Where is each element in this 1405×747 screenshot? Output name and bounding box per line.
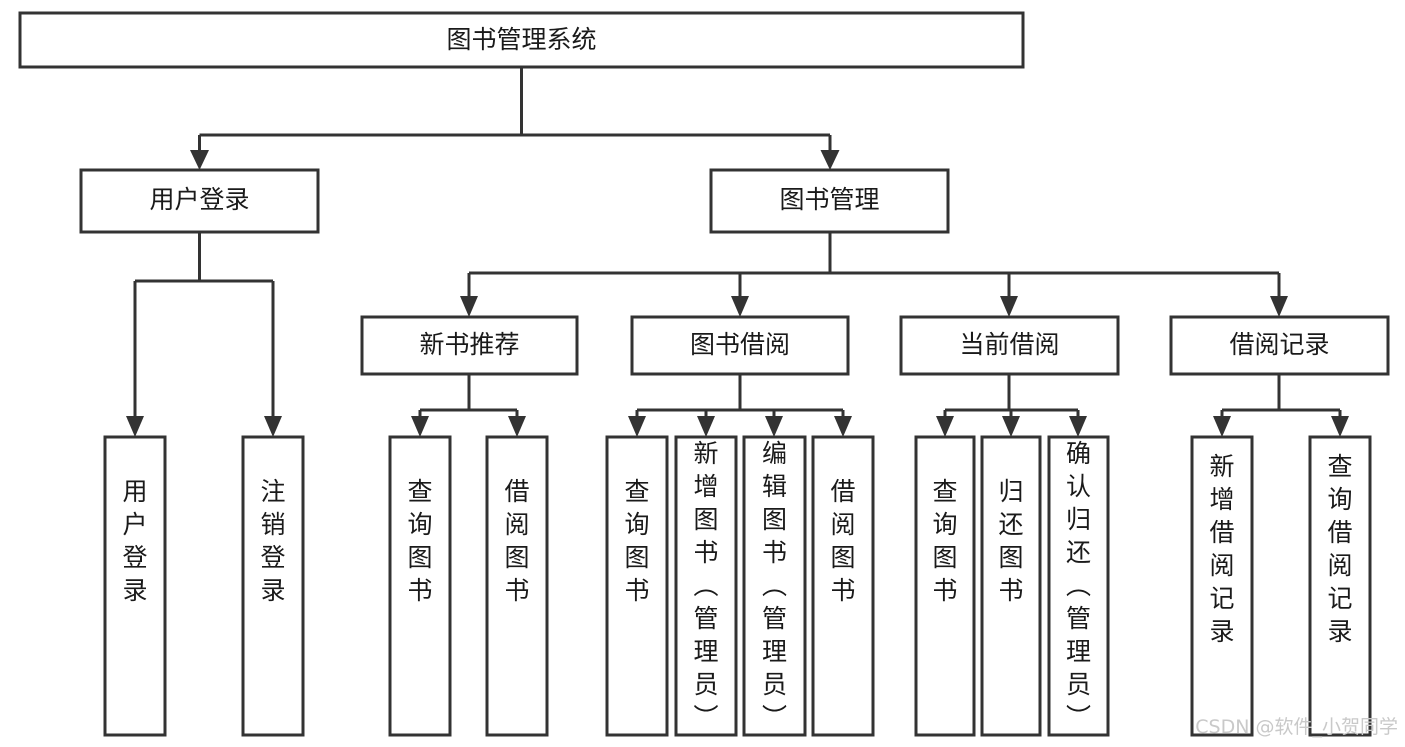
arrowhead-leaf-logout xyxy=(264,416,282,437)
node-leaf-return-book[interactable]: 归还图书 xyxy=(980,435,1042,737)
node-leaf-query-book-2-box[interactable] xyxy=(605,435,669,737)
node-root[interactable]: 图书管理系统 xyxy=(18,11,1025,69)
node-user-login-box[interactable] xyxy=(79,168,320,234)
node-leaf-borrow-book-1-box[interactable] xyxy=(485,435,549,737)
node-leaf-edit-book[interactable]: 编辑图书︵管理员︶ xyxy=(742,435,807,737)
node-leaf-user-login-label: 用户登录 xyxy=(122,477,147,605)
node-leaf-query-record-label: 查询借阅记录 xyxy=(1327,452,1352,646)
node-leaf-user-login-box[interactable] xyxy=(103,435,167,737)
node-leaf-confirm-return-box[interactable] xyxy=(1047,435,1110,737)
arrowhead-user-login xyxy=(190,150,209,170)
node-borrow-records-box[interactable] xyxy=(1169,315,1390,376)
node-leaf-logout-box[interactable] xyxy=(241,435,305,737)
node-leaf-query-book-2-label: 查询图书 xyxy=(624,477,649,605)
node-leaf-query-book-3[interactable]: 查询图书 xyxy=(914,435,976,737)
node-leaf-query-book-1-label: 查询图书 xyxy=(407,477,432,605)
node-borrow-records-label: 借阅记录 xyxy=(1229,330,1329,359)
node-new-book-recommend[interactable]: 新书推荐 xyxy=(360,315,579,376)
node-book-borrow[interactable]: 图书借阅 xyxy=(630,315,850,376)
node-leaf-edit-book-box[interactable] xyxy=(742,435,807,737)
node-book-borrow-box[interactable] xyxy=(630,315,850,376)
node-leaf-user-login[interactable]: 用户登录 xyxy=(103,435,167,737)
arrowhead-leaf-return-book xyxy=(1002,416,1020,437)
node-leaf-add-book-label: 新增图书︵管理员︶ xyxy=(693,439,718,732)
node-leaf-confirm-return[interactable]: 确认归还︵管理员︶ xyxy=(1047,435,1110,737)
arrowhead-borrow-records xyxy=(1270,296,1288,317)
leaf-nodes-layer: 用户登录 注销登录 查询图书 借阅图书 查询图书 新增图书︵管理员︶ xyxy=(103,435,1372,737)
node-current-borrow-box[interactable] xyxy=(899,315,1120,376)
arrowhead-leaf-borrow-book-1 xyxy=(508,416,526,437)
node-leaf-return-book-box[interactable] xyxy=(980,435,1042,737)
arrowhead-leaf-confirm-return xyxy=(1069,416,1087,437)
node-new-book-recommend-box[interactable] xyxy=(360,315,579,376)
node-leaf-confirm-return-label: 确认归还︵管理员︶ xyxy=(1066,439,1091,732)
node-new-book-recommend-label: 新书推荐 xyxy=(419,330,519,359)
node-leaf-borrow-book-2-box[interactable] xyxy=(811,435,875,737)
node-leaf-query-record-box[interactable] xyxy=(1308,435,1372,737)
node-leaf-query-book-1[interactable]: 查询图书 xyxy=(388,435,452,737)
node-leaf-query-record[interactable]: 查询借阅记录 xyxy=(1308,435,1372,737)
arrowhead-leaf-user-login xyxy=(126,416,144,437)
node-leaf-logout[interactable]: 注销登录 xyxy=(241,435,305,737)
arrowhead-book-borrow xyxy=(731,296,749,317)
node-leaf-add-record-box[interactable] xyxy=(1190,435,1254,737)
node-current-borrow[interactable]: 当前借阅 xyxy=(899,315,1120,376)
node-leaf-add-record-label: 新增借阅记录 xyxy=(1209,452,1234,646)
node-current-borrow-label: 当前借阅 xyxy=(959,330,1059,359)
arrowhead-current-borrow xyxy=(1000,296,1018,317)
node-leaf-query-book-3-label: 查询图书 xyxy=(932,477,957,605)
node-book-borrow-label: 图书借阅 xyxy=(690,330,790,359)
node-leaf-query-book-1-box[interactable] xyxy=(388,435,452,737)
node-book-management-label: 图书管理 xyxy=(779,185,879,214)
node-book-management[interactable]: 图书管理 xyxy=(709,168,950,234)
node-leaf-add-book-box[interactable] xyxy=(674,435,738,737)
arrowhead-leaf-query-book-2 xyxy=(628,416,646,437)
node-root-label: 图书管理系统 xyxy=(446,25,596,54)
arrowhead-leaf-borrow-book-2 xyxy=(834,416,852,437)
arrowhead-leaf-edit-book xyxy=(765,416,783,437)
node-leaf-edit-book-label: 编辑图书︵管理员︶ xyxy=(762,439,787,732)
node-leaf-add-book[interactable]: 新增图书︵管理员︶ xyxy=(674,435,738,737)
node-root-box[interactable] xyxy=(18,11,1025,69)
node-user-login[interactable]: 用户登录 xyxy=(79,168,320,234)
csdn-watermark: CSDN @软件_小贺同学 xyxy=(1195,716,1398,738)
arrowhead-leaf-add-book xyxy=(697,416,715,437)
connector-layer xyxy=(126,67,1349,437)
node-borrow-records[interactable]: 借阅记录 xyxy=(1169,315,1390,376)
node-leaf-borrow-book-2[interactable]: 借阅图书 xyxy=(811,435,875,737)
arrowhead-leaf-query-book-3 xyxy=(936,416,954,437)
node-leaf-borrow-book-2-label: 借阅图书 xyxy=(830,477,855,605)
node-leaf-return-book-label: 归还图书 xyxy=(998,477,1023,605)
node-leaf-borrow-book-1[interactable]: 借阅图书 xyxy=(485,435,549,737)
node-leaf-borrow-book-1-label: 借阅图书 xyxy=(504,477,529,605)
node-leaf-query-book-3-box[interactable] xyxy=(914,435,976,737)
arrowhead-new-book-recommend xyxy=(460,296,478,317)
arrowhead-book-management xyxy=(820,150,840,170)
node-leaf-query-book-2[interactable]: 查询图书 xyxy=(605,435,669,737)
node-user-login-label: 用户登录 xyxy=(149,185,249,214)
arrowhead-leaf-query-book-1 xyxy=(411,416,429,437)
node-leaf-add-record[interactable]: 新增借阅记录 xyxy=(1190,435,1254,737)
arrowhead-leaf-query-record xyxy=(1331,416,1349,437)
node-leaf-logout-label: 注销登录 xyxy=(260,477,285,605)
node-book-management-box[interactable] xyxy=(709,168,950,234)
arrowhead-leaf-add-record xyxy=(1213,416,1231,437)
